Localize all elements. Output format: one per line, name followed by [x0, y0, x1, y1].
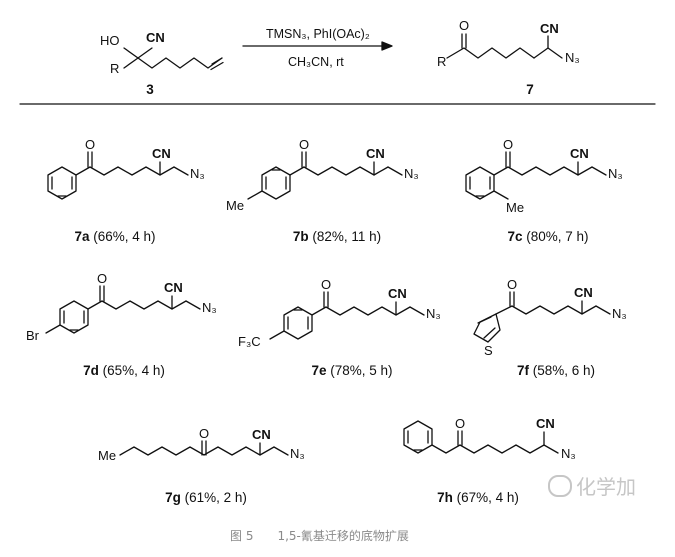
- 7f-n3: N₃: [612, 306, 627, 321]
- label-7c: 7c (80%, 7 h): [507, 229, 589, 244]
- 7g-n3: N₃: [290, 446, 305, 461]
- structure-7f: [473, 291, 611, 343]
- start-cn-label: CN: [146, 30, 165, 45]
- label-7e: 7e (78%, 5 h): [311, 363, 393, 378]
- 7e-cf3: F₃C: [238, 334, 261, 349]
- 7c-me: Me: [506, 200, 524, 215]
- 7f-s: S: [484, 343, 493, 358]
- structure-7b: [247, 151, 403, 200]
- 7c-cn: CN: [570, 146, 589, 161]
- structure-7g: [119, 440, 289, 456]
- figure-caption: 图 5 1,5-氰基迁移的底物扩展: [230, 529, 409, 543]
- 7c-o: O: [503, 137, 513, 152]
- 7b-cn: CN: [366, 146, 385, 161]
- 7d-n3: N₃: [202, 300, 217, 315]
- 7g-o: O: [199, 426, 209, 441]
- structure-7c: [465, 151, 607, 200]
- 7h-cn: CN: [536, 416, 555, 431]
- starting-material-structure: [123, 47, 224, 71]
- 7e-o: O: [321, 277, 331, 292]
- reaction-arrow: [242, 41, 393, 51]
- 7a-n3: N₃: [190, 166, 205, 181]
- 7d-cn: CN: [164, 280, 183, 295]
- product-compound-number: 7: [526, 82, 534, 97]
- 7b-me: Me: [226, 198, 244, 213]
- 7a-o: O: [85, 137, 95, 152]
- 7c-n3: N₃: [608, 166, 623, 181]
- label-7g: 7g (61%, 2 h): [165, 490, 247, 505]
- 7d-o: O: [97, 271, 107, 286]
- product-n3-label: N₃: [565, 50, 580, 65]
- label-7a: 7a (66%, 4 h): [74, 229, 156, 244]
- structure-7a: [47, 151, 189, 200]
- 7b-o: O: [299, 137, 309, 152]
- 7e-n3: N₃: [426, 306, 441, 321]
- 7f-o: O: [507, 277, 517, 292]
- 7f-cn: CN: [574, 285, 593, 300]
- structure-7d: [45, 285, 201, 334]
- watermark: 化学加: [548, 471, 636, 500]
- label-7b: 7b (82%, 11 h): [292, 229, 382, 244]
- structure-7h: [403, 420, 559, 454]
- product-structure: [446, 33, 563, 59]
- product-o-label: O: [459, 18, 469, 33]
- product-cn-label: CN: [540, 21, 559, 36]
- start-ho-label: HO: [100, 33, 120, 48]
- structure-7e: [269, 291, 425, 340]
- 7b-n3: N₃: [404, 166, 419, 181]
- 7h-n3: N₃: [561, 446, 576, 461]
- 7d-br: Br: [26, 328, 40, 343]
- 7h-o: O: [455, 416, 465, 431]
- label-7d: 7d (65%, 4 h): [83, 363, 165, 378]
- 7e-cn: CN: [388, 286, 407, 301]
- product-r-label: R: [437, 54, 446, 69]
- label-7f: 7f (58%, 6 h): [516, 363, 596, 378]
- reagents-bottom: CH₃CN, rt: [288, 55, 344, 69]
- start-r-label: R: [110, 61, 119, 76]
- 7a-cn: CN: [152, 146, 171, 161]
- label-7h: 7h (67%, 4 h): [437, 490, 519, 505]
- 7g-cn: CN: [252, 427, 271, 442]
- chat-bubble-icon: [548, 475, 572, 497]
- reagents-top: TMSN₃, PhI(OAc)₂: [266, 27, 370, 41]
- start-compound-number: 3: [146, 82, 154, 97]
- 7g-me: Me: [98, 448, 116, 463]
